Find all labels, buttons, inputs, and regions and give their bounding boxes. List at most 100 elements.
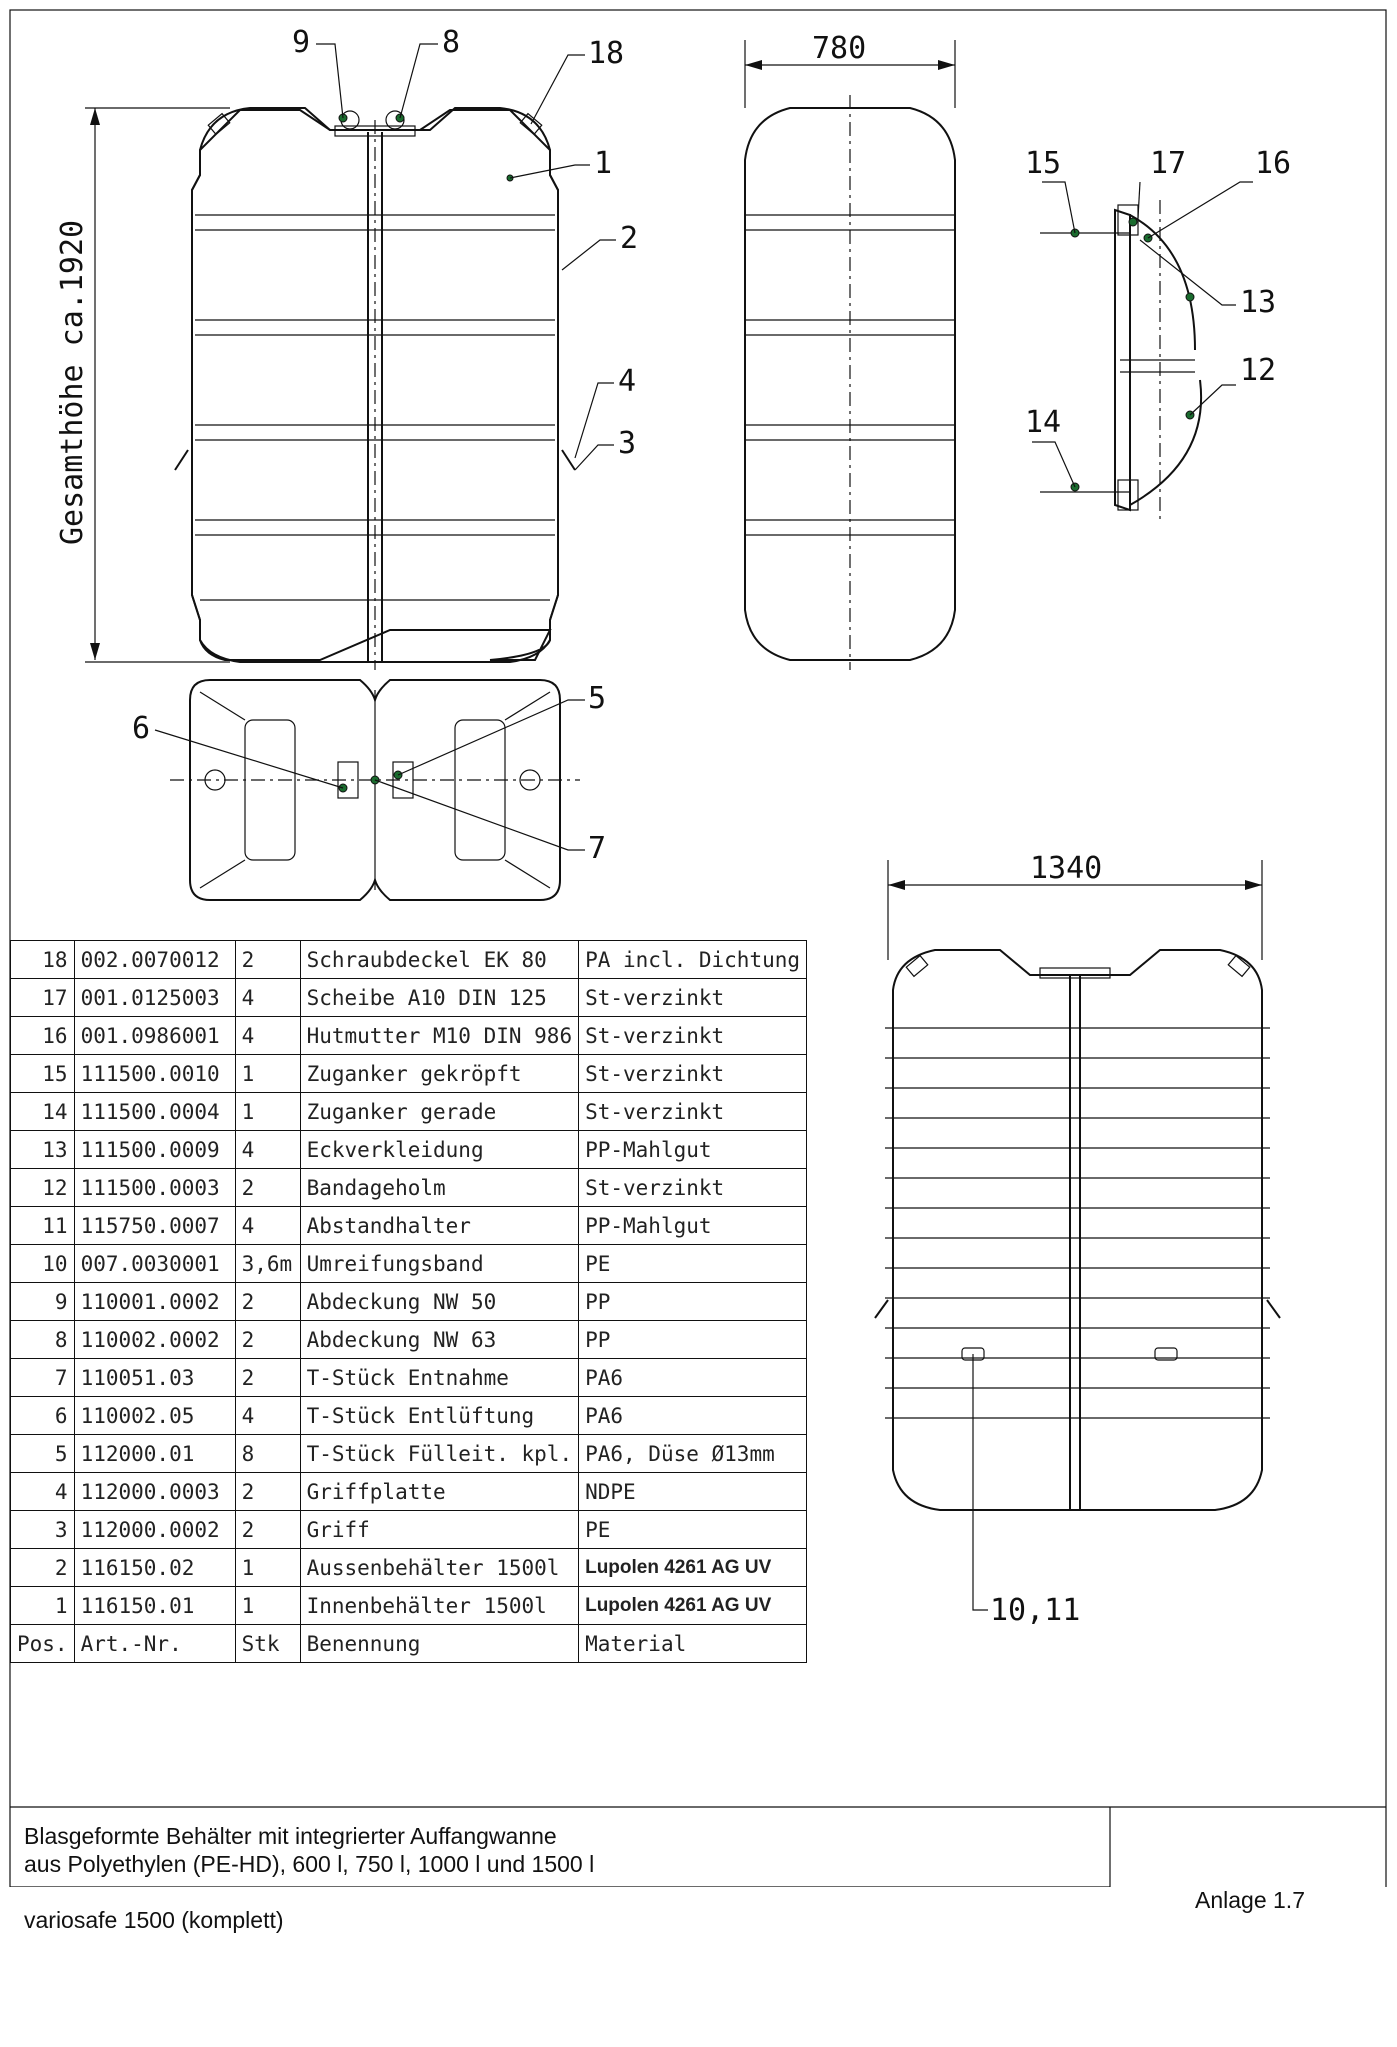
row-qty: 1 xyxy=(234,1548,301,1587)
row-art-nr: 111500.0004 xyxy=(73,1092,236,1131)
row-qty: 2 xyxy=(234,1472,301,1511)
row-art-nr: 112000.0003 xyxy=(73,1472,236,1511)
row-name: Schraubdeckel EK 80 xyxy=(299,940,580,979)
sheet-reference: Anlage 1.7 xyxy=(1195,1887,1305,1913)
row-qty: 1 xyxy=(234,1054,301,1093)
row-qty: 4 xyxy=(234,1206,301,1245)
row-name: Scheibe A10 DIN 125 xyxy=(299,978,580,1017)
row-material: PE xyxy=(578,1244,808,1283)
sheet-border xyxy=(9,9,1387,1887)
row-name: T-Stück Entnahme xyxy=(299,1358,580,1397)
frontal-strapped-view: 10,11 xyxy=(874,949,1281,1628)
row-qty: 4 xyxy=(234,978,301,1017)
row-pos: 16 xyxy=(10,1016,75,1055)
row-material: St-verzinkt xyxy=(578,1092,808,1131)
strap-ribs xyxy=(885,1027,1270,1419)
side-view xyxy=(744,95,956,670)
header-qty: Stk xyxy=(234,1624,301,1663)
row-material: PA incl. Dichtung xyxy=(578,940,808,979)
row-art-nr: 002.0070012 xyxy=(73,940,236,979)
row-name: Innenbehälter 1500l xyxy=(299,1586,580,1625)
row-qty: 2 xyxy=(234,940,301,979)
callout-10-11: 10,11 xyxy=(990,1593,1080,1628)
row-art-nr: 001.0125003 xyxy=(73,978,236,1017)
callout-17: 17 xyxy=(1150,146,1186,181)
row-pos: 9 xyxy=(10,1282,75,1321)
row-name: Aussenbehälter 1500l xyxy=(299,1548,580,1587)
drawing-canvas: Gesamthöhe ca.1920 9 8 18 1 2 4 3 780 xyxy=(9,9,1387,1887)
overall-height-label: Gesamthöhe ca.1920 xyxy=(55,220,90,545)
row-art-nr: 110051.03 xyxy=(73,1358,236,1397)
row-material: Lupolen 4261 AG UV xyxy=(578,1586,808,1625)
row-name: Abdeckung NW 50 xyxy=(299,1282,580,1321)
row-material: PP xyxy=(578,1320,808,1359)
row-pos: 17 xyxy=(10,978,75,1017)
title-block: Blasgeformte Behälter mit integrierter A… xyxy=(10,1807,1386,2047)
row-name: Zuganker gekröpft xyxy=(299,1054,580,1093)
row-pos: 11 xyxy=(10,1206,75,1245)
row-name: Bandageholm xyxy=(299,1168,580,1207)
row-pos: 3 xyxy=(10,1510,75,1549)
row-pos: 2 xyxy=(10,1548,75,1587)
row-material: PE xyxy=(578,1510,808,1549)
row-art-nr: 110001.0002 xyxy=(73,1282,236,1321)
row-art-nr: 112000.0002 xyxy=(73,1510,236,1549)
row-art-nr: 110002.0002 xyxy=(73,1320,236,1359)
description-line-1: Blasgeformte Behälter mit integrierter A… xyxy=(24,1823,557,1849)
row-qty: 4 xyxy=(234,1396,301,1435)
row-material: Lupolen 4261 AG UV xyxy=(578,1548,808,1587)
width-side-label: 780 xyxy=(812,31,866,66)
row-art-nr: 001.0986001 xyxy=(73,1016,236,1055)
row-pos: 10 xyxy=(10,1244,75,1283)
row-name: T-Stück Fülleit. kpl. xyxy=(299,1434,580,1473)
row-qty: 1 xyxy=(234,1092,301,1131)
row-pos: 18 xyxy=(10,940,75,979)
row-name: Abstandhalter xyxy=(299,1206,580,1245)
callout-13: 13 xyxy=(1240,285,1276,320)
row-pos: 15 xyxy=(10,1054,75,1093)
row-qty: 4 xyxy=(234,1130,301,1169)
row-pos: 6 xyxy=(10,1396,75,1435)
callout-3: 3 xyxy=(618,426,636,461)
bandage-detail: 15 17 16 13 12 14 xyxy=(1025,146,1291,520)
row-art-nr: 116150.01 xyxy=(73,1586,236,1625)
header-pos: Pos. xyxy=(10,1624,75,1663)
row-material: PA6 xyxy=(578,1358,808,1397)
row-qty: 2 xyxy=(234,1168,301,1207)
row-pos: 4 xyxy=(10,1472,75,1511)
row-art-nr: 111500.0009 xyxy=(73,1130,236,1169)
row-material: St-verzinkt xyxy=(578,1054,808,1093)
row-material: PP-Mahlgut xyxy=(578,1130,808,1169)
row-name: Hutmutter M10 DIN 986 xyxy=(299,1016,580,1055)
row-qty: 1 xyxy=(234,1586,301,1625)
callout-1: 1 xyxy=(594,146,612,181)
callout-18: 18 xyxy=(588,36,624,71)
row-material: St-verzinkt xyxy=(578,978,808,1017)
header-material: Material xyxy=(578,1624,808,1663)
row-material: NDPE xyxy=(578,1472,808,1511)
row-name: Griffplatte xyxy=(299,1472,580,1511)
row-qty: 8 xyxy=(234,1434,301,1473)
row-art-nr: 116150.02 xyxy=(73,1548,236,1587)
row-qty: 2 xyxy=(234,1358,301,1397)
row-qty: 2 xyxy=(234,1320,301,1359)
row-name: Eckverkleidung xyxy=(299,1130,580,1169)
row-name: Abdeckung NW 63 xyxy=(299,1320,580,1359)
row-qty: 2 xyxy=(234,1510,301,1549)
row-qty: 2 xyxy=(234,1282,301,1321)
